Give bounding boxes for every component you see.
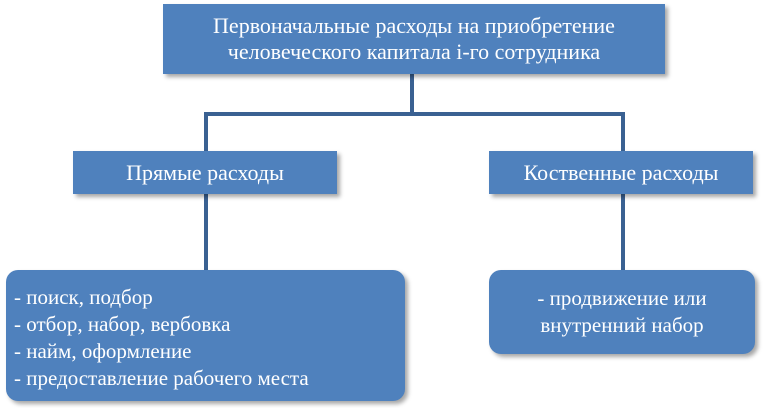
indirect-costs-details: - продвижение или внутренний набор xyxy=(489,270,755,354)
root-title-line1: Первоначальные расходы на приобретение xyxy=(213,13,615,38)
connector-left-to-list xyxy=(204,194,208,271)
direct-item-selection: - отбор, набор, вербовка xyxy=(14,312,231,336)
connector-right-down xyxy=(621,112,625,152)
connector-horizontal xyxy=(204,112,625,116)
direct-costs-node: Прямые расходы xyxy=(73,151,337,194)
connector-root-down xyxy=(410,74,414,114)
direct-costs-label: Прямые расходы xyxy=(126,159,284,185)
direct-item-search: - поиск, подбор xyxy=(14,285,153,309)
root-node: Первоначальные расходы на приобретение ч… xyxy=(163,4,665,74)
direct-item-hiring: - найм, оформление xyxy=(14,339,192,363)
connector-left-down xyxy=(204,112,208,152)
indirect-item-line2: внутренний набор xyxy=(540,313,704,337)
root-title-line2: человеческого капитала i-го сотрудника xyxy=(227,39,601,64)
direct-item-workplace: - предоставление рабочего места xyxy=(14,366,309,390)
direct-costs-details: - поиск, подбор - отбор, набор, вербовка… xyxy=(6,270,405,401)
indirect-costs-label: Коственные расходы xyxy=(523,159,719,185)
indirect-item-line1: - продвижение или xyxy=(537,286,707,310)
indirect-costs-node: Коственные расходы xyxy=(489,151,753,194)
connector-right-to-list xyxy=(621,194,625,271)
